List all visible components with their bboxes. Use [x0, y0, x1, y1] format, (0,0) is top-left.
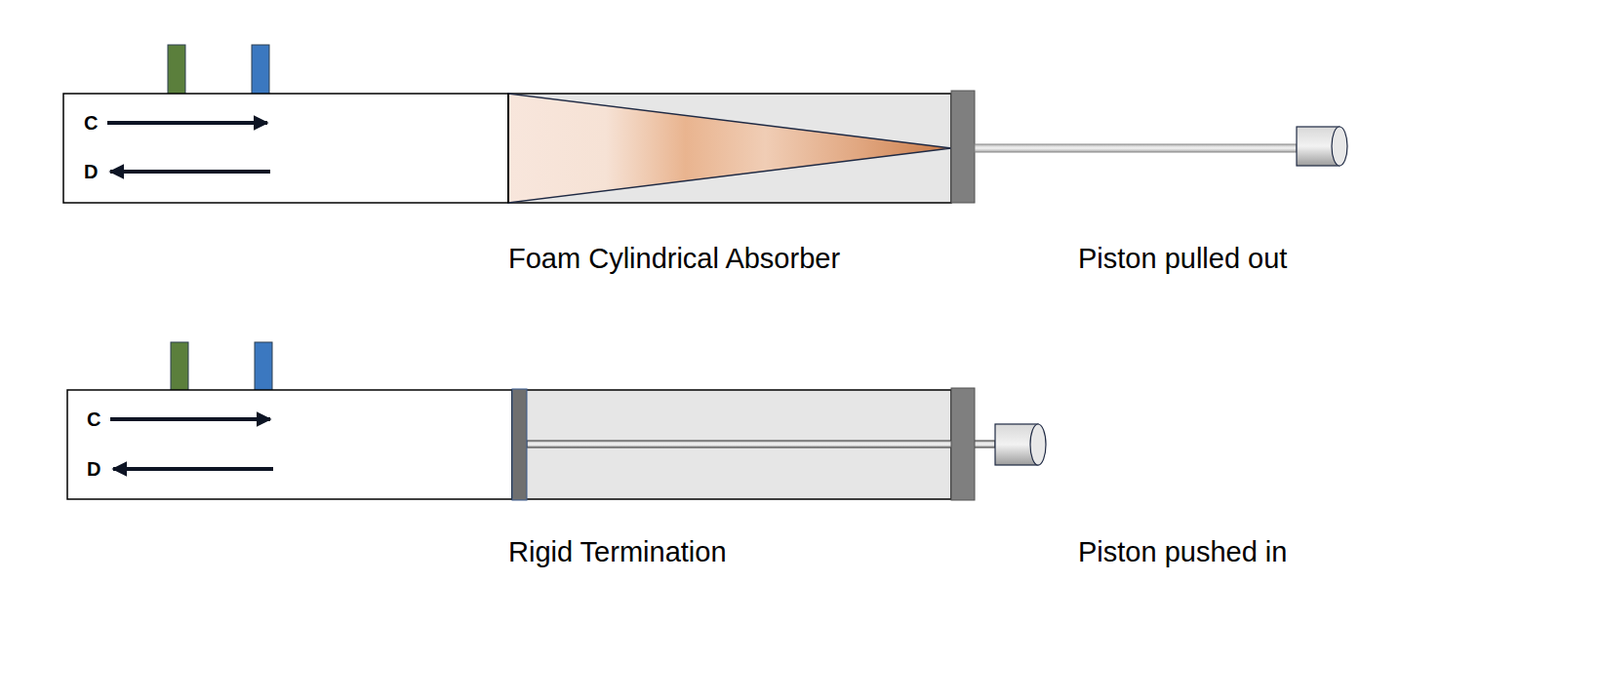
incident-arrow [110, 417, 271, 422]
tube-body [63, 93, 509, 203]
part-label: Foam Cylindrical Absorber [508, 244, 840, 274]
piston-rod [974, 144, 1297, 153]
signal-label: C [86, 409, 101, 430]
piston-rod [526, 440, 996, 448]
foam-wedge [508, 93, 952, 203]
sample-section [508, 93, 952, 203]
state-label: Piston pushed in [1078, 538, 1287, 567]
top-tube [63, 44, 1348, 203]
reflected-arrow [113, 467, 274, 472]
part-label: Rigid Termination [508, 538, 727, 567]
bottom-tube [67, 342, 1046, 501]
section-boundary [507, 93, 510, 203]
state-label: Piston pulled out [1078, 244, 1287, 274]
piston-plate [951, 90, 975, 203]
piston-handle-end [1331, 126, 1348, 166]
tube-body [67, 390, 513, 500]
piston-plate [951, 388, 975, 501]
signal-label: D [86, 459, 101, 480]
signal-label: D [83, 161, 98, 182]
reflected-arrow [110, 169, 271, 174]
incident-arrow [107, 120, 268, 125]
rigid-termination-plate [512, 389, 527, 501]
signal-label: C [83, 113, 98, 133]
piston-handle-end [1030, 424, 1046, 466]
